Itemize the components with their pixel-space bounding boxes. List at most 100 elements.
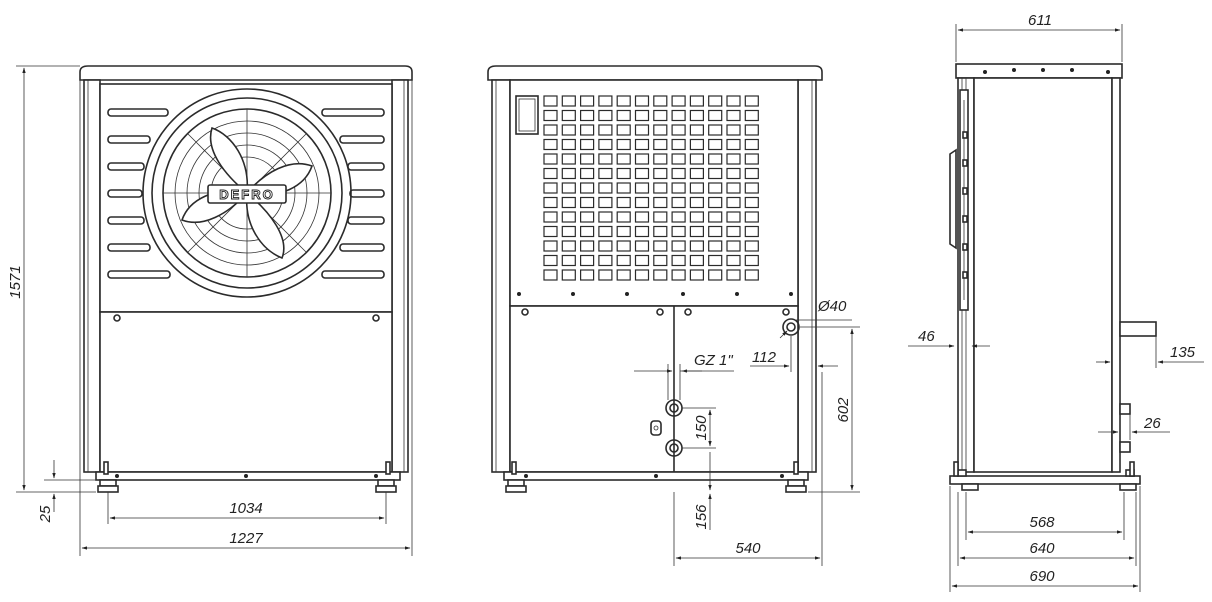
grille-cell — [634, 182, 650, 194]
grille-cell — [598, 182, 613, 194]
grille-cell — [653, 182, 668, 194]
grille-cell — [579, 153, 595, 165]
grille-cell — [579, 196, 595, 209]
grille-cell — [671, 225, 686, 238]
grille-cell — [616, 138, 631, 151]
grille-cell — [671, 211, 686, 223]
grille-cell — [689, 124, 705, 136]
grille-cell — [579, 269, 595, 281]
front-view: DEFRO 1571 25 1034 1227 — [7, 65, 413, 556]
brand-logo-plate — [207, 184, 287, 204]
grille-cell — [616, 95, 631, 107]
grille-cell — [598, 109, 613, 122]
grille-cell — [543, 167, 558, 180]
grille-cell — [616, 269, 631, 281]
dim-back-thread: GZ 1" — [694, 352, 733, 369]
grille-cell — [708, 124, 723, 136]
grille-cell — [744, 240, 759, 252]
grille-cell — [616, 211, 631, 223]
grille-cell — [744, 167, 759, 180]
grille-cell — [671, 269, 686, 281]
grille-cell — [726, 196, 741, 209]
dim-side-pipe-length: 135 — [1170, 344, 1196, 361]
grille-cell — [616, 167, 631, 180]
grille-cell — [726, 225, 741, 238]
grille-cell — [689, 182, 705, 194]
grille-cell — [689, 95, 705, 107]
grille-cell — [543, 269, 558, 281]
grille-cell — [708, 240, 723, 252]
grille-cell — [634, 240, 650, 252]
dim-front-inner-width: 1034 — [229, 500, 262, 517]
back-grille — [543, 95, 759, 281]
grille-cell — [689, 196, 705, 209]
grille-cell — [653, 167, 668, 180]
grille-cell — [689, 109, 705, 122]
back-top-cap — [487, 65, 823, 81]
grille-cell — [653, 124, 668, 136]
back-label-plate — [515, 95, 539, 135]
grille-cell — [561, 182, 576, 194]
grille-cell — [744, 124, 759, 136]
grille-cell — [634, 196, 650, 209]
dim-side-base-outer: 690 — [1029, 568, 1055, 585]
grille-cell — [726, 182, 741, 194]
grille-cell — [598, 95, 613, 107]
grille-cell — [744, 95, 759, 107]
grille-cell — [671, 196, 686, 209]
dim-side-left-offset: 46 — [918, 328, 935, 345]
brand-logo: DEFRO — [219, 187, 275, 202]
dim-back-pipe-diameter: Ø40 — [817, 298, 847, 315]
grille-cell — [726, 167, 741, 180]
grille-cell — [579, 167, 595, 180]
grille-cell — [543, 109, 558, 122]
grille-cell — [689, 153, 705, 165]
dim-front-outer-width: 1227 — [229, 530, 263, 547]
grille-cell — [671, 153, 686, 165]
grille-cell — [561, 254, 576, 267]
grille-cell — [653, 138, 668, 151]
grille-cell — [561, 211, 576, 223]
grille-cell — [598, 269, 613, 281]
grille-cell — [689, 269, 705, 281]
grille-cell — [671, 167, 686, 180]
grille-cell — [543, 254, 558, 267]
grille-cell — [708, 225, 723, 238]
grille-cell — [543, 138, 558, 151]
grille-cell — [561, 124, 576, 136]
front-dimensions: 1571 25 1034 1227 — [7, 65, 413, 556]
grille-cell — [726, 254, 741, 267]
grille-cell — [726, 240, 741, 252]
dim-back-connection-height: 602 — [835, 397, 852, 423]
grille-cell — [616, 196, 631, 209]
grille-cell — [671, 109, 686, 122]
grille-cell — [634, 211, 650, 223]
grille-cell — [653, 240, 668, 252]
grille-cell — [579, 109, 595, 122]
grille-cell — [561, 196, 576, 209]
grille-cell — [726, 95, 741, 107]
grille-cell — [708, 153, 723, 165]
front-louvres-right — [321, 108, 385, 279]
side-pipe — [1119, 321, 1157, 337]
dim-side-top-width: 611 — [1028, 12, 1052, 29]
grille-cell — [671, 124, 686, 136]
back-view: Ø40 112 GZ 1" 150 602 1 — [487, 65, 860, 566]
grille-cell — [543, 240, 558, 252]
grille-cell — [689, 225, 705, 238]
grille-cell — [543, 153, 558, 165]
grille-cell — [708, 109, 723, 122]
grille-cell — [708, 196, 723, 209]
grille-cell — [579, 225, 595, 238]
fan-icon: DEFRO — [142, 88, 352, 298]
grille-cell — [543, 196, 558, 209]
grille-cell — [726, 109, 741, 122]
dim-side-base-mid: 640 — [1029, 540, 1055, 557]
grille-cell — [561, 269, 576, 281]
grille-cell — [744, 225, 759, 238]
grille-cell — [708, 254, 723, 267]
grille-cell — [653, 196, 668, 209]
grille-cell — [561, 153, 576, 165]
grille-cell — [689, 240, 705, 252]
grille-cell — [598, 124, 613, 136]
